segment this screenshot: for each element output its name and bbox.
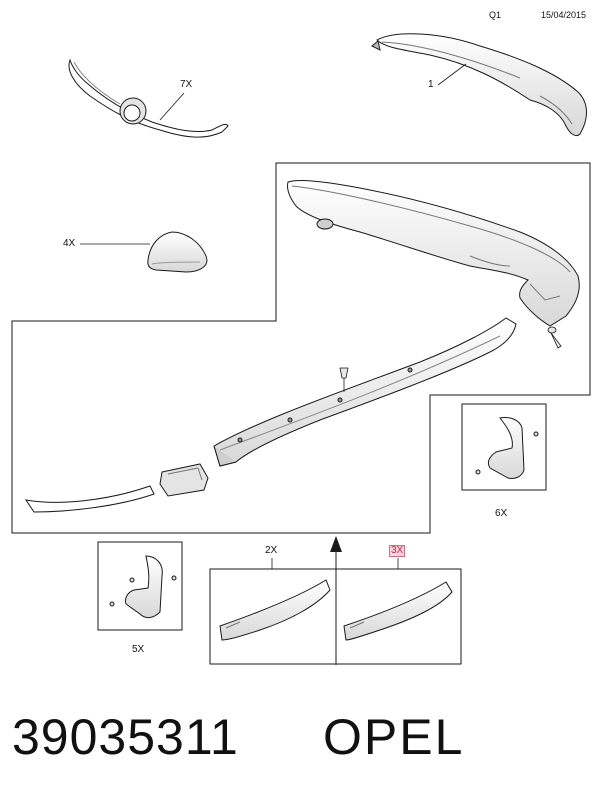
callout-7x: 7X: [180, 79, 193, 90]
callout-6x: 6X: [495, 508, 508, 519]
clip-fastener: [339, 367, 349, 392]
sheet-id: Q1: [489, 10, 502, 20]
callout-5x: 5X: [132, 644, 145, 655]
rear-diffuser-part: [287, 179, 580, 327]
callout-leader-1: [437, 63, 467, 86]
callout-4x: 4X: [63, 238, 76, 249]
main-frame: [11, 162, 591, 534]
diagram-date: 15/04/2015: [541, 10, 587, 20]
roof-spoiler-part: [371, 33, 587, 137]
front-trim-strip-part: [24, 485, 155, 513]
callout-3x-highlighted: 3X: [389, 545, 406, 557]
screw-fastener: [547, 326, 562, 349]
callout-2x: 2X: [265, 545, 278, 556]
brand-name: OPEL: [323, 709, 465, 765]
callout-1: 1: [428, 79, 434, 90]
side-sill-trim-part: [213, 317, 517, 467]
mud-flap-left-part: [109, 555, 177, 619]
mirror-cap-part: [147, 231, 208, 273]
mud-flap-right-part: [475, 417, 539, 479]
grille-trim-part: [68, 58, 229, 138]
part-number: 39035311: [12, 709, 239, 765]
callout-leader-7x: [159, 92, 185, 121]
bracket-part: [159, 463, 209, 497]
detail-box-6x: [461, 403, 547, 491]
sill-end-trim-3x-part: [343, 581, 453, 641]
sill-end-trim-2x-part: [219, 579, 331, 641]
detail-box-5x: [97, 541, 183, 631]
